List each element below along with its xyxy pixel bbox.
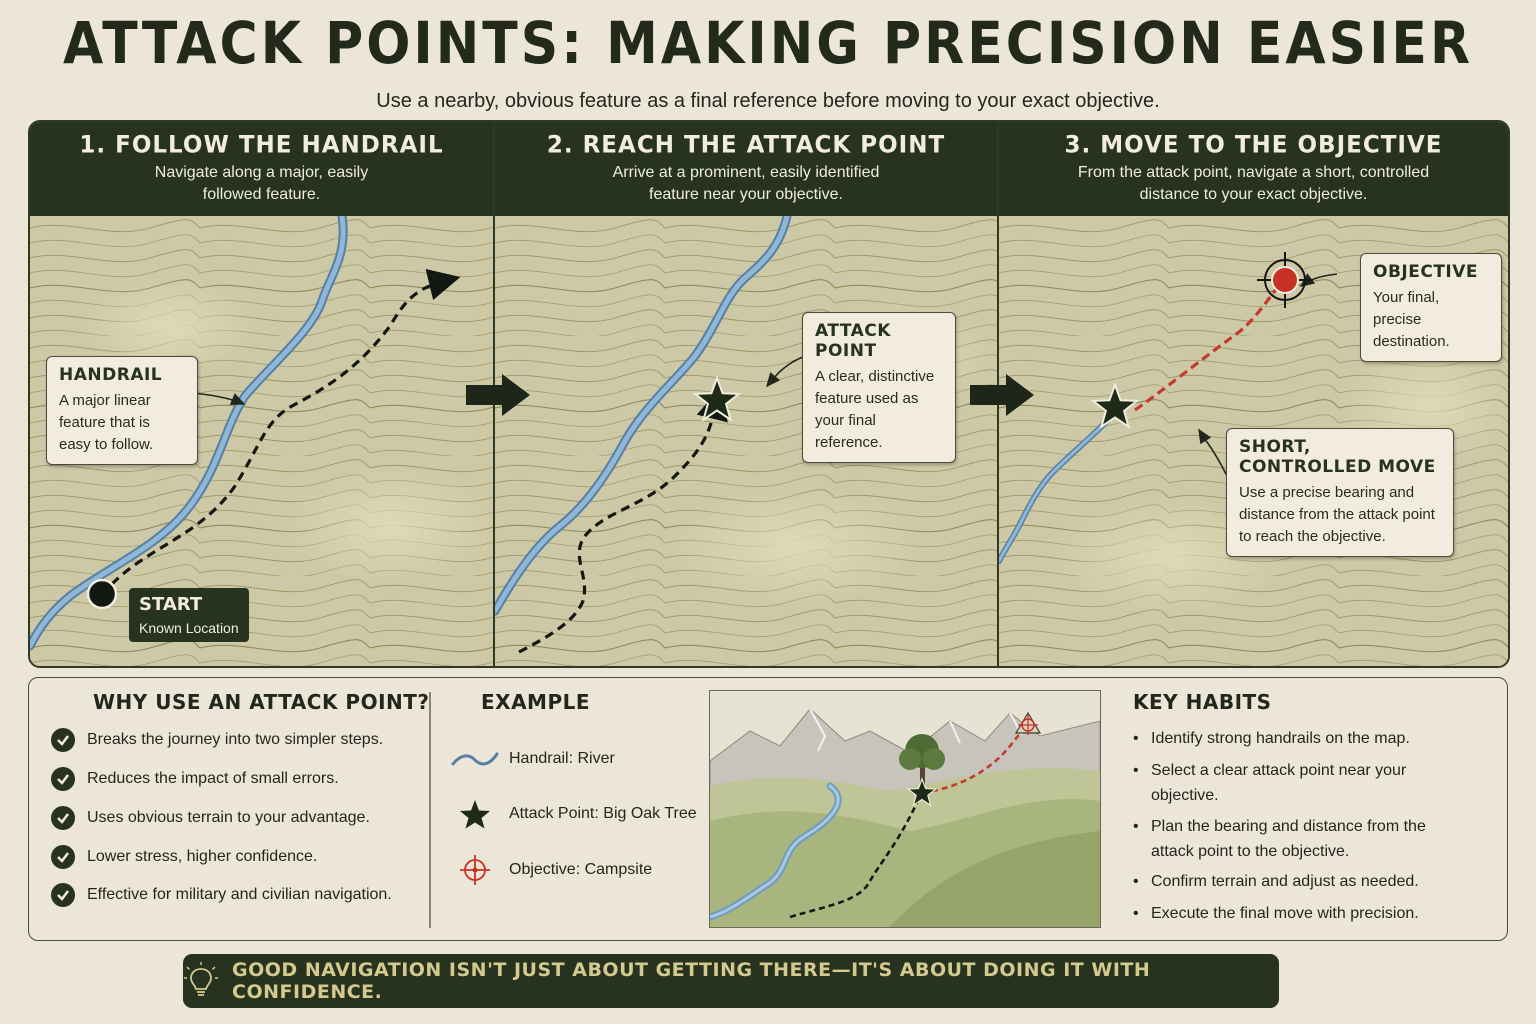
check-icon [51, 806, 75, 830]
crosshair-icon [460, 855, 490, 885]
habit-item: •Select a clear attack point near your o… [1133, 762, 1407, 804]
step-arrow-2-icon [970, 374, 1034, 416]
start-callout-title: START [139, 594, 203, 615]
habit-item: •Plan the bearing and distance from the … [1133, 818, 1426, 860]
why-item: Lower stress, higher confidence. [51, 845, 317, 869]
objective-callout: OBJECTIVE Your final, precise destinatio… [1360, 253, 1502, 362]
page-subtitle: Use a nearby, obvious feature as a final… [376, 90, 1160, 112]
info-section: WHY USE AN ATTACK POINT? Breaks the jour… [28, 677, 1508, 941]
step-1-header: 1. FOLLOW THE HANDRAIL Navigate along a … [30, 122, 493, 216]
campsite-tent-icon [1014, 711, 1042, 735]
why-item: Breaks the journey into two simpler step… [51, 728, 383, 752]
step-2-description: Arrive at a prominent, easily identified… [612, 164, 880, 203]
objective-callout-text: Your final, precise destination. [1373, 289, 1450, 350]
step-panel-3: 3. MOVE TO THE OBJECTIVE From the attack… [999, 122, 1508, 666]
route-path [518, 387, 728, 654]
example-landscape-illustration [709, 690, 1101, 928]
oak-tree-icon [899, 734, 945, 787]
habit-item: •Execute the final move with precision. [1133, 905, 1419, 922]
attack-point-star [1090, 382, 1140, 429]
attack-point-star [692, 375, 742, 422]
step-2-title: 2. REACH THE ATTACK POINT [546, 131, 946, 159]
attack-point-callout-text: A clear, distinctive feature used as you… [815, 368, 935, 451]
example-item-objective: Objective: Campsite [451, 855, 652, 885]
start-marker [86, 578, 118, 610]
objective-crosshair [1257, 252, 1313, 308]
step-3-description: From the attack point, navigate a short,… [1077, 164, 1430, 203]
section-divider [429, 692, 431, 928]
habit-item: •Identify strong handrails on the map. [1133, 730, 1410, 747]
example-item-handrail: Handrail: River [451, 744, 615, 774]
steps-panel-group: 1. FOLLOW THE HANDRAIL Navigate along a … [28, 120, 1510, 668]
step-1-description: Navigate along a major, easily followed … [154, 164, 369, 203]
step-arrow-1-icon [466, 374, 530, 416]
habits-title: KEY HABITS [1133, 690, 1272, 714]
example-title: EXAMPLE [481, 690, 591, 714]
start-callout-text: Known Location [139, 620, 239, 636]
footer-banner: GOOD NAVIGATION ISN'T JUST ABOUT GETTING… [183, 954, 1279, 1008]
handrail-callout: HANDRAIL A major linear feature that is … [46, 356, 198, 465]
footer-text: GOOD NAVIGATION ISN'T JUST ABOUT GETTING… [232, 959, 1151, 1003]
why-item: Uses obvious terrain to your advantage. [51, 806, 370, 830]
check-icon [51, 845, 75, 869]
step-panel-1: 1. FOLLOW THE HANDRAIL Navigate along a … [30, 122, 493, 666]
handrail-callout-title: HANDRAIL [59, 365, 163, 385]
check-icon [51, 767, 75, 791]
check-icon [51, 728, 75, 752]
short-move-callout: SHORT, CONTROLLED MOVE Use a precise bea… [1226, 428, 1454, 557]
river-icon [451, 752, 499, 766]
short-controlled-move-path [1134, 287, 1279, 412]
step-2-header: 2. REACH THE ATTACK POINT Arrive at a pr… [495, 122, 997, 216]
why-title: WHY USE AN ATTACK POINT? [93, 690, 430, 714]
star-icon [460, 800, 490, 829]
step-1-title: 1. FOLLOW THE HANDRAIL [79, 131, 444, 159]
lightbulb-icon [184, 962, 218, 996]
attack-point-callout-title: ATTACK POINT [815, 321, 891, 361]
objective-callout-title: OBJECTIVE [1373, 262, 1479, 282]
route-path [110, 268, 461, 586]
attack-point-callout: ATTACK POINT A clear, distinctive featur… [802, 312, 956, 463]
page-title: ATTACK POINTS: MAKING PRECISION EASIER [63, 10, 1473, 78]
step-panel-2: 2. REACH THE ATTACK POINT Arrive at a pr… [495, 122, 997, 666]
why-item: Reduces the impact of small errors. [51, 767, 339, 791]
why-item: Effective for military and civilian navi… [51, 883, 392, 907]
step-3-header: 3. MOVE TO THE OBJECTIVE From the attack… [999, 122, 1508, 216]
step-3-title: 3. MOVE TO THE OBJECTIVE [1064, 131, 1443, 159]
short-move-callout-text: Use a precise bearing and distance from … [1239, 484, 1435, 545]
check-icon [51, 883, 75, 907]
start-callout: START Known Location [129, 588, 249, 642]
example-item-attack-point: Attack Point: Big Oak Tree [451, 799, 697, 829]
handrail-callout-text: A major linear feature that is easy to f… [59, 392, 154, 453]
short-move-callout-title: SHORT, CONTROLLED MOVE [1239, 437, 1436, 477]
habit-item: •Confirm terrain and adjust as needed. [1133, 873, 1419, 890]
